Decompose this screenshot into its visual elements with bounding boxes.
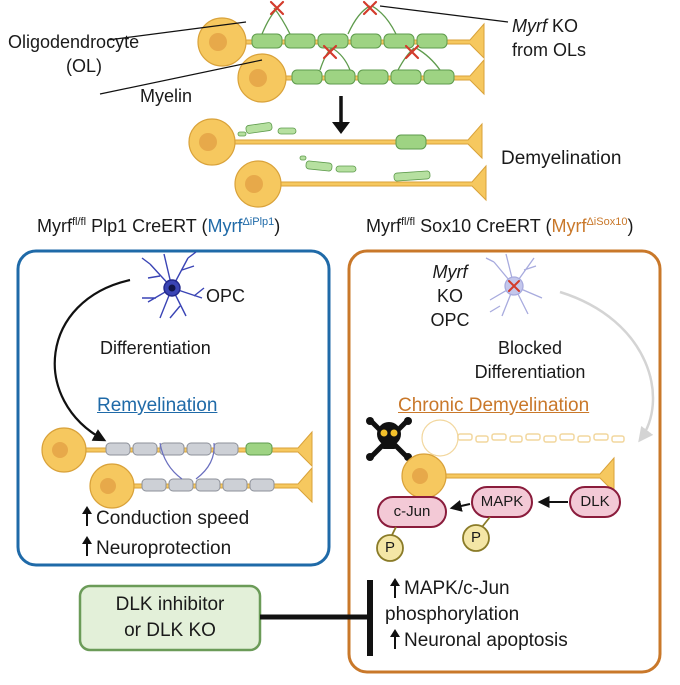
remyelin-sheath-1 [105,442,273,456]
remyelination-label: Remyelination [97,395,218,416]
right-header-close: ) [627,216,634,236]
demyelination-label: Demyelination [501,148,622,169]
inhibitor-line1: DLK inhibitor [115,594,225,615]
demyelinated-neuron-2 [234,160,487,208]
from-ols-label: from OLs [512,40,587,60]
myelin-debris [237,122,431,182]
opc-cell-blue [141,251,205,319]
up-arrow-conduction [82,506,92,526]
phosphorylation-line1: MAPK/c-Jun [404,578,510,599]
left-header-main: Myrf [37,216,72,236]
left-panel-box [16,249,331,567]
dlk-label: DLK [580,493,610,510]
left-differentiation-label: Differentiation [100,338,211,358]
right-panel-box [347,249,662,674]
conduction-speed-label: Conduction speed [96,508,250,529]
left-panel-header: Myrffl/fl Plp1 CreERT (MyrfΔiPlp1) [37,216,280,237]
p-label-1: P [384,539,395,556]
left-opc-label: OPC [206,286,246,306]
right-header-mid: Sox10 CreERT ( [415,216,552,236]
signaling-arrows [449,496,568,512]
ko-x-marks [269,0,420,60]
right-header-gene: Myrf [551,216,587,236]
right-panel-header: Myrffl/fl Sox10 CreERT (MyrfΔiSox10) [366,216,633,237]
myelin-sheath-2 [291,69,455,85]
myelin-sheath-1 [251,33,448,49]
apoptosis-label: Neuronal apoptosis [404,630,568,651]
up-arrow-neuroprotection [82,536,92,556]
left-header-gene-sup: ΔiPlp1 [242,216,275,228]
left-header-mid: Plp1 CreERT ( [86,216,208,236]
ol-abbrev-label: (OL) [66,56,102,76]
phosphorylation-line2: phosphorylation [385,604,520,625]
cjun-node [377,496,447,528]
skull-crossbones-icon [366,417,412,461]
neuroprotection-label: Neuroprotection [96,538,232,559]
myrf-gene: Myrf [512,16,547,36]
opc-cell-ko [485,253,543,317]
inhibition-bar [260,580,373,656]
blocked-label: Blocked [497,338,563,358]
p-label-2: P [470,529,481,546]
remyelin-sheath-2 [141,478,275,492]
cjun-label: c-Jun [393,503,431,520]
leader-lines [99,5,509,95]
p-node-1 [376,526,404,562]
left-header-gene: Myrf [207,216,243,236]
p-node-2 [462,516,491,552]
right-differentiation-label: Differentiation [474,362,586,382]
chronic-demyelination-label: Chronic Demyelination [398,395,590,416]
oligodendrocyte-label: Oligodendrocyte [8,32,140,52]
right-header-main: Myrf [366,216,401,236]
myelin-label: Myelin [140,86,193,106]
left-header-close: ) [274,216,281,236]
right-opc-ko-label: KO [436,286,463,306]
up-arrow-phosphorylation [390,578,400,598]
right-opc-label: OPC [430,310,470,330]
left-header-sup: fl/fl [72,216,87,228]
myrf-ko-label: Myrf KO [512,16,578,37]
up-arrow-apoptosis [390,629,400,649]
mapk-node [471,486,533,518]
right-header-sup: fl/fl [401,216,416,228]
inhibitor-line2: or DLK KO [124,620,216,641]
down-arrow [332,96,350,134]
ko-text: KO [547,16,579,36]
demyelinated-neuron-1 [188,118,483,166]
dlk-node [569,486,621,518]
remyelin-processes [159,442,215,480]
dying-neuron-1 [421,419,625,457]
right-opc-gene-label: Myrf [432,262,468,282]
differentiation-arrow [53,278,131,442]
blocked-differentiation-arrow [559,290,655,443]
right-header-gene-sup: ΔiSox10 [586,216,628,228]
mapk-label: MAPK [480,493,524,510]
